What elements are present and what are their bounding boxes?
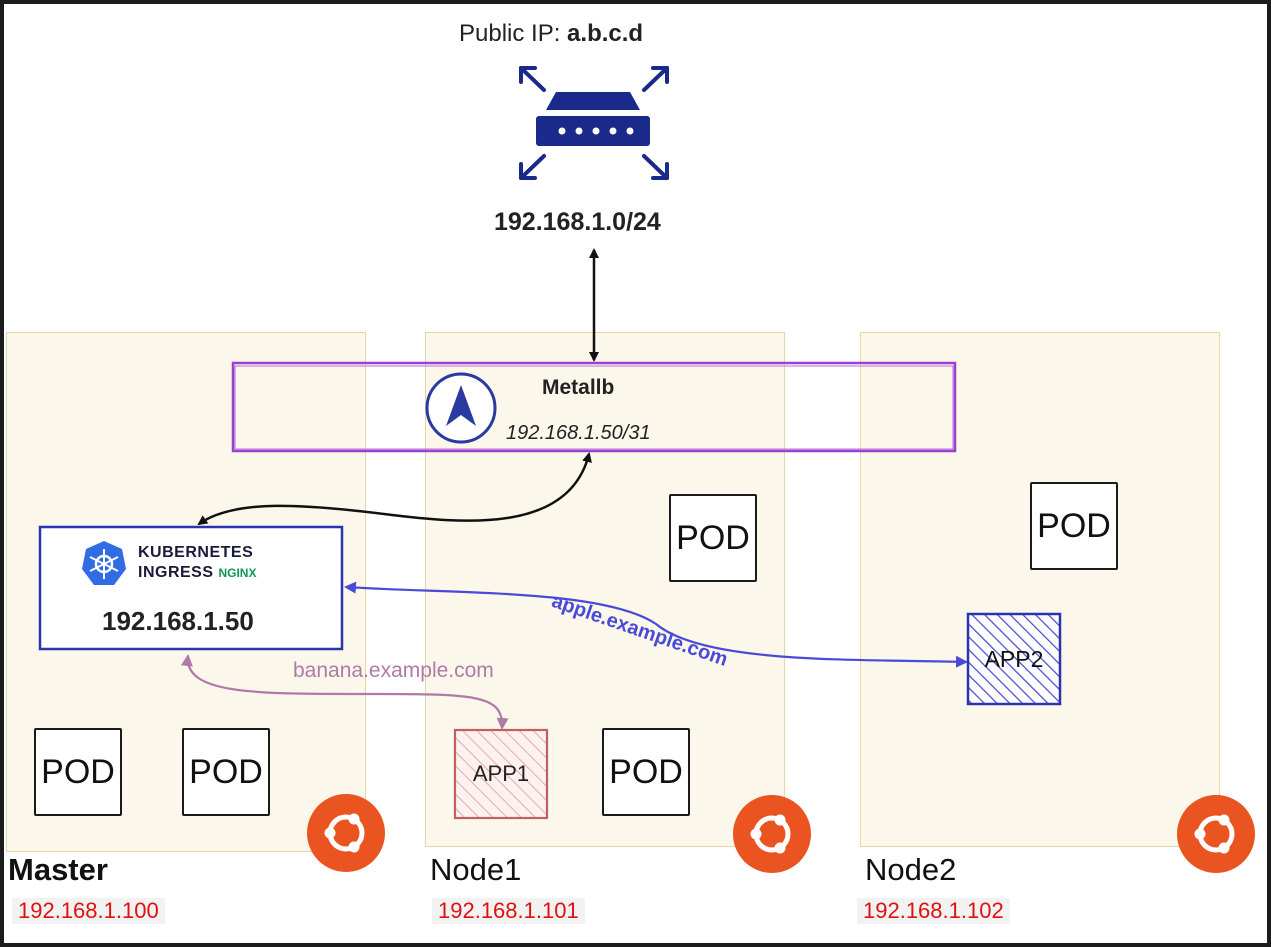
pod-box: POD bbox=[182, 728, 270, 816]
public-ip-prefix: Public IP: bbox=[459, 20, 568, 47]
diagram-canvas: Public IP: a.b.c.d 192.168.1.0/24 Metall… bbox=[4, 4, 1267, 943]
node1-name: Node1 bbox=[430, 852, 522, 887]
node2-ip: 192.168.1.102 bbox=[857, 898, 1010, 924]
apple-route-arrow bbox=[344, 581, 968, 668]
ingress-line2: INGRESS NGINX bbox=[138, 564, 256, 582]
metallb-title: Metallb bbox=[542, 376, 615, 399]
metallb-ingress-arrow bbox=[197, 452, 592, 526]
node2-name: Node2 bbox=[865, 852, 957, 887]
public-ip-label: Public IP: a.b.c.d bbox=[459, 20, 643, 48]
kubernetes-icon bbox=[82, 541, 126, 585]
ingress-ip: 192.168.1.50 bbox=[102, 606, 254, 636]
ubuntu-icon bbox=[307, 794, 385, 872]
master-node-name: Master bbox=[8, 852, 108, 887]
pod-box: POD bbox=[34, 728, 122, 816]
ingress-word: INGRESS bbox=[138, 564, 214, 581]
pod-box: POD bbox=[602, 728, 690, 816]
pod-box: POD bbox=[1030, 482, 1118, 570]
ubuntu-icon bbox=[733, 795, 811, 873]
master-node-ip: 192.168.1.100 bbox=[12, 898, 165, 924]
subnet-label: 192.168.1.0/24 bbox=[494, 208, 661, 236]
banana-route-arrow bbox=[181, 654, 509, 730]
ubuntu-icon bbox=[1177, 795, 1255, 873]
metallb-icon bbox=[425, 372, 497, 444]
ingress-line1: KUBERNETES bbox=[138, 544, 254, 561]
pod-box: POD bbox=[669, 494, 757, 582]
node1-ip: 192.168.1.101 bbox=[432, 898, 585, 924]
connector-layer bbox=[38, 66, 1255, 873]
router-icon bbox=[519, 66, 669, 180]
app1-label: APP1 bbox=[472, 761, 530, 786]
banana-route-label: banana.example.com bbox=[293, 659, 494, 682]
nginx-brand: NGINX bbox=[218, 566, 257, 580]
app2-label: APP2 bbox=[984, 645, 1044, 672]
metallb-range: 192.168.1.50/31 bbox=[506, 422, 651, 444]
public-ip-value: a.b.c.d bbox=[567, 20, 644, 47]
metallb-box bbox=[231, 361, 957, 453]
